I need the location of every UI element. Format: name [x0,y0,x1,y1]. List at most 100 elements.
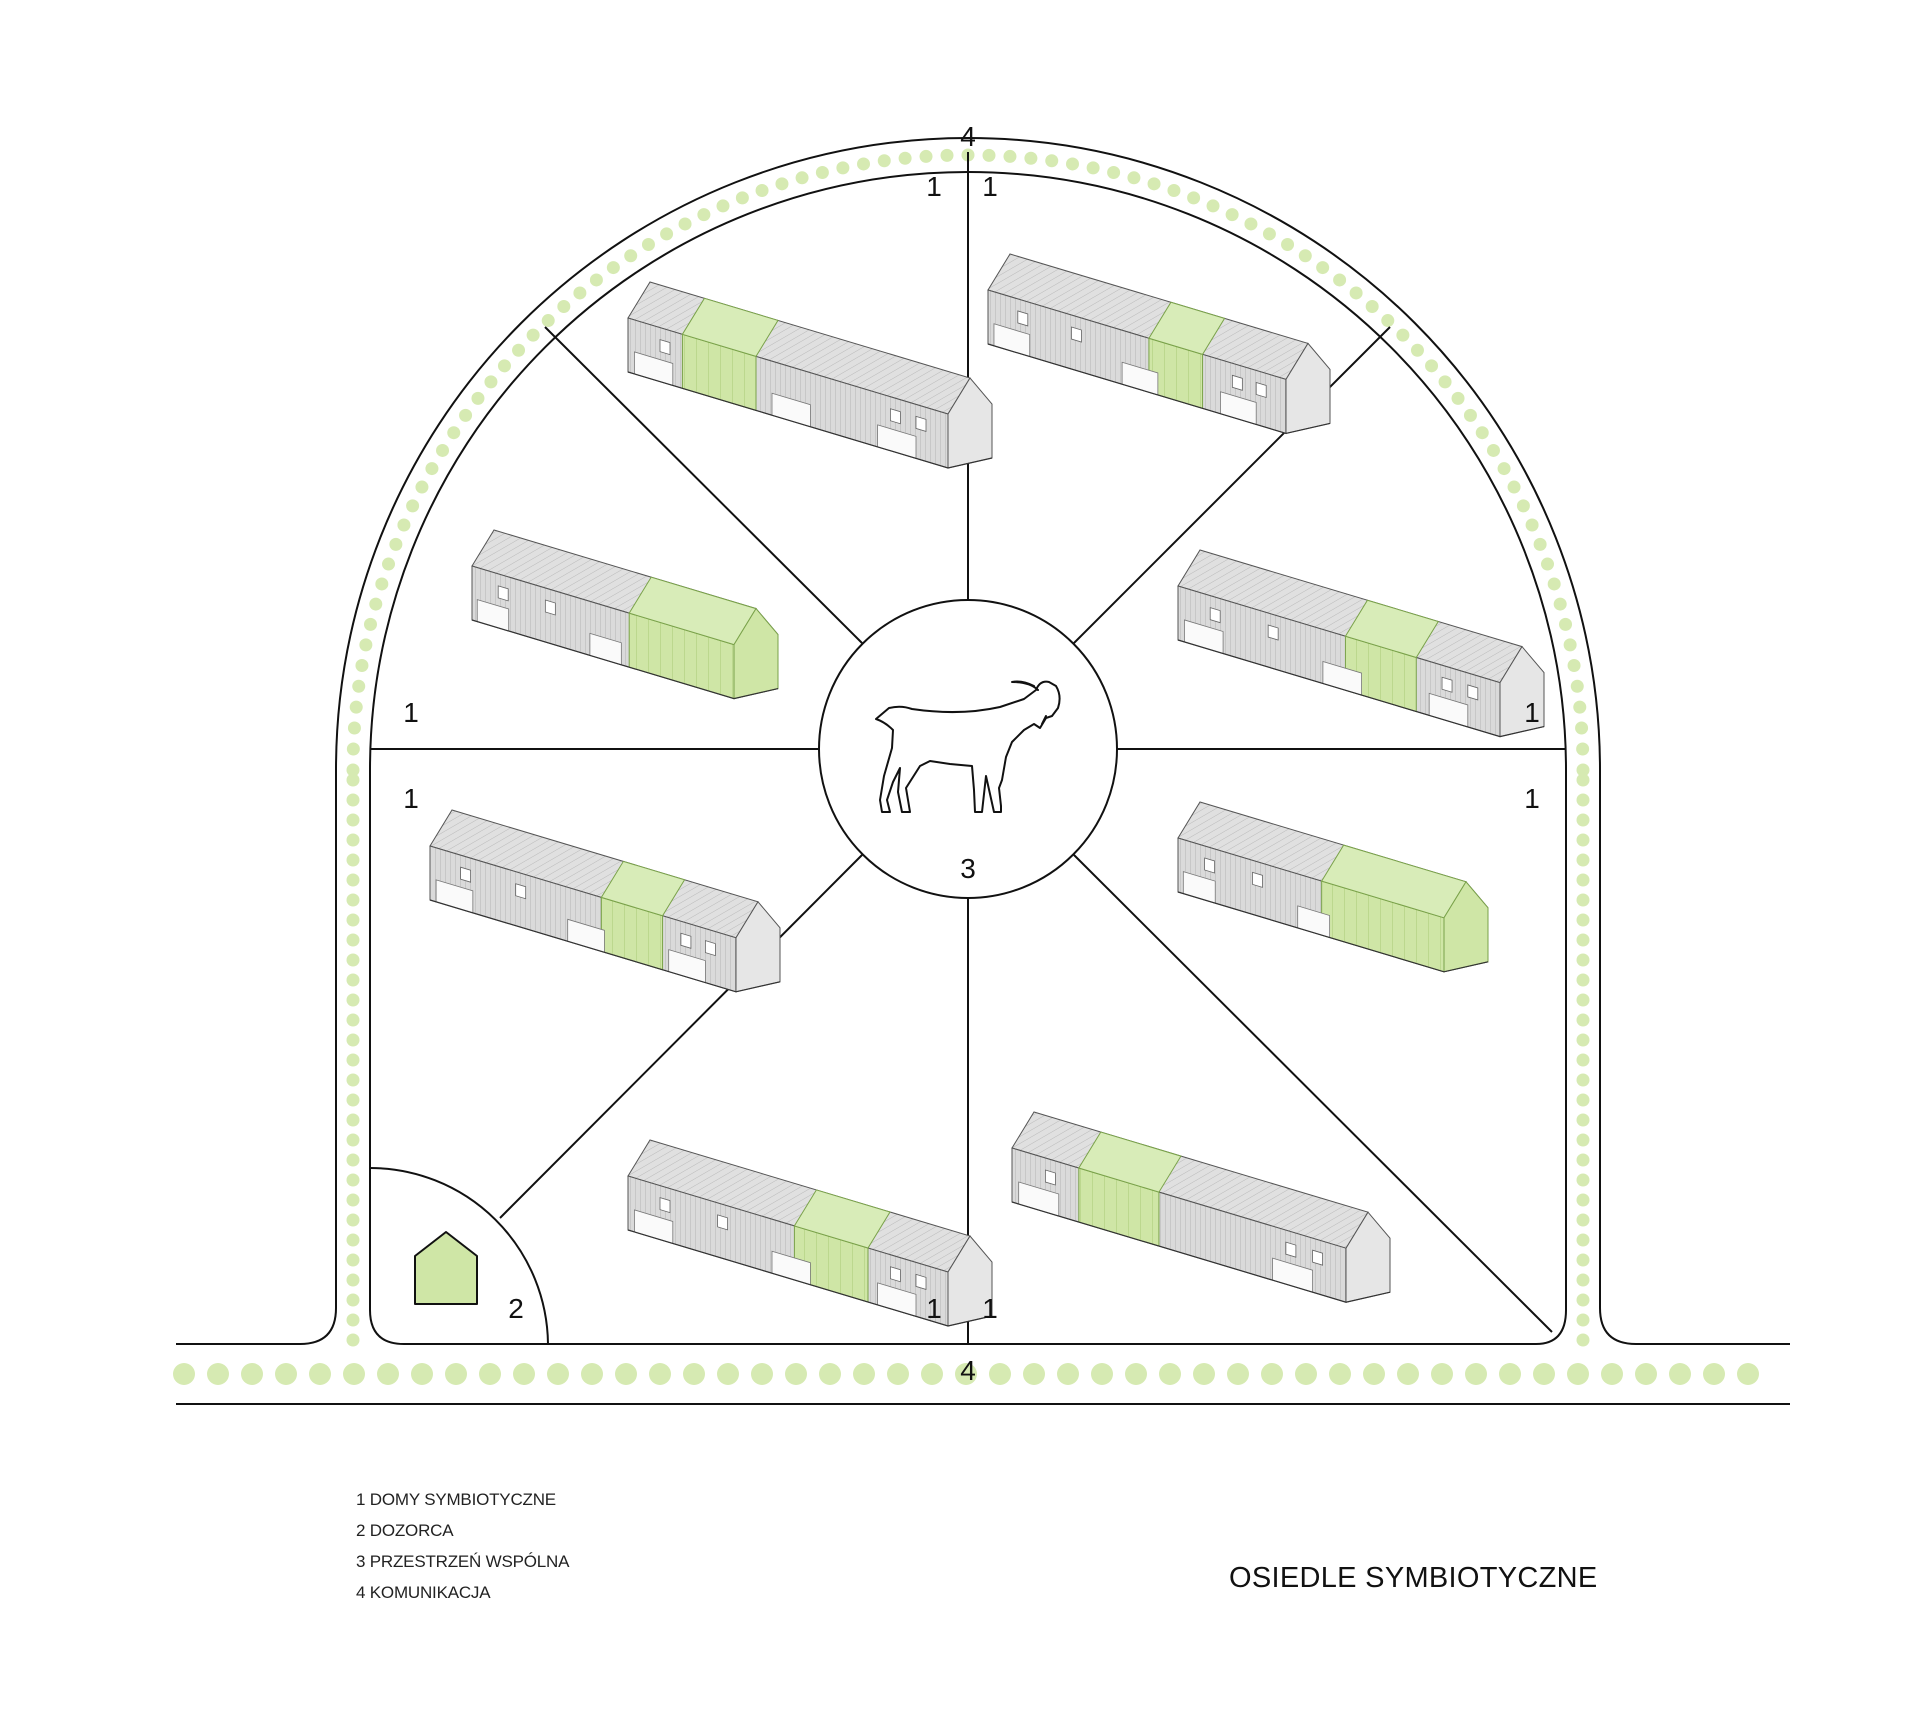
alley-dot [1349,286,1363,300]
alley-dot [1438,375,1452,389]
alley-dot [919,149,933,163]
alley-dot [1475,426,1489,440]
alley-dot [1576,913,1590,927]
alley-dot [1127,171,1141,185]
common-space-label: 3 [960,853,976,884]
house-label: 1 [926,171,942,202]
alley-dot [512,343,526,357]
alley-dot [775,177,789,191]
alley-dot [346,1053,360,1067]
alley-dot [1576,793,1590,807]
alley-dot [1576,1173,1590,1187]
alley-dot [346,853,360,867]
alley-dot [1576,873,1590,887]
alley-dot [309,1363,331,1385]
alley-dot [660,227,674,241]
alley-dot [1023,1363,1045,1385]
symbiotic-house [1177,549,1545,738]
alley-dot [589,273,603,287]
alley-dot [735,191,749,205]
alley-dot [1295,1363,1317,1385]
alley-dot [355,659,369,673]
alley-dot [349,700,363,714]
legend-item-common-space: 3 PRZESTRZEŃ WSPÓLNA [356,1552,570,1571]
alley-dot [346,933,360,947]
alley-dot [1045,154,1059,168]
symbiotic-house [987,253,1331,435]
alley-dot [1451,391,1465,405]
alley-dot [346,1273,360,1287]
alley-dot [1533,1363,1555,1385]
green-alley-dots [173,148,1759,1385]
alley-dot [1497,462,1511,476]
alley-dot [755,184,769,198]
alley-dot [1576,1273,1590,1287]
alley-dot [1573,700,1587,714]
alley-dot [1669,1363,1691,1385]
alley-dot [375,577,389,591]
alley-dot [697,208,711,222]
alley-dot [921,1363,943,1385]
alley-dot [1396,328,1410,342]
alley-dot [1365,299,1379,313]
alley-dot [940,148,954,162]
alley-dot [445,1363,467,1385]
alley-dot [785,1363,807,1385]
alley-dot [1065,157,1079,171]
symbiotic-house [1177,801,1489,973]
alley-dot [795,171,809,185]
alley-dot [1431,1363,1453,1385]
alley-dot [369,597,383,611]
house-label: 1 [982,171,998,202]
zone-labels: 4 4 3 2 1 1 1 1 1 1 1 1 [403,121,1540,1386]
symbiotic-house [627,281,993,469]
alley-dot [955,1363,977,1385]
alley-dot [1425,359,1439,373]
alley-dot [717,1363,739,1385]
symbiotic-house [471,529,779,700]
house-icon [414,1231,478,1305]
alley-dot [1298,249,1312,263]
alley-dot [346,742,360,756]
alley-dot [411,1363,433,1385]
alley-dot [346,993,360,1007]
alley-dot [1576,973,1590,987]
alley-dot [1147,177,1161,191]
alley-dot [1576,1133,1590,1147]
symbiotic-houses [429,253,1545,1327]
alley-dot [1570,679,1584,693]
alley-dot [346,973,360,987]
alley-dot [1601,1363,1623,1385]
house-label: 1 [982,1293,998,1324]
alley-dot [415,480,429,494]
alley-dot [346,1313,360,1327]
alley-dot [513,1363,535,1385]
alley-dot [484,375,498,389]
alley-dot [1559,617,1573,631]
alley-dot [346,763,360,777]
alley-dot [853,1363,875,1385]
alley-dot [751,1363,773,1385]
alley-dot [1576,1013,1590,1027]
alley-dot [1576,813,1590,827]
alley-dot [497,359,511,373]
house-label: 1 [926,1293,942,1324]
alley-dot [1244,217,1258,231]
alley-dot [1576,1253,1590,1267]
alley-dot [1576,1093,1590,1107]
alley-dot [173,1363,195,1385]
alley-dot [982,148,996,162]
alley-dot [346,813,360,827]
alley-dot [1576,993,1590,1007]
alley-dot [1499,1363,1521,1385]
alley-dot [815,165,829,179]
alley-dot [346,873,360,887]
alley-dot [471,391,485,405]
alley-dot [1576,742,1590,756]
caretaker-label: 2 [508,1293,524,1324]
alley-dot [857,157,871,171]
alley-dot [346,1093,360,1107]
alley-dot [397,518,411,532]
alley-dot [1576,1213,1590,1227]
alley-dot [447,426,461,440]
